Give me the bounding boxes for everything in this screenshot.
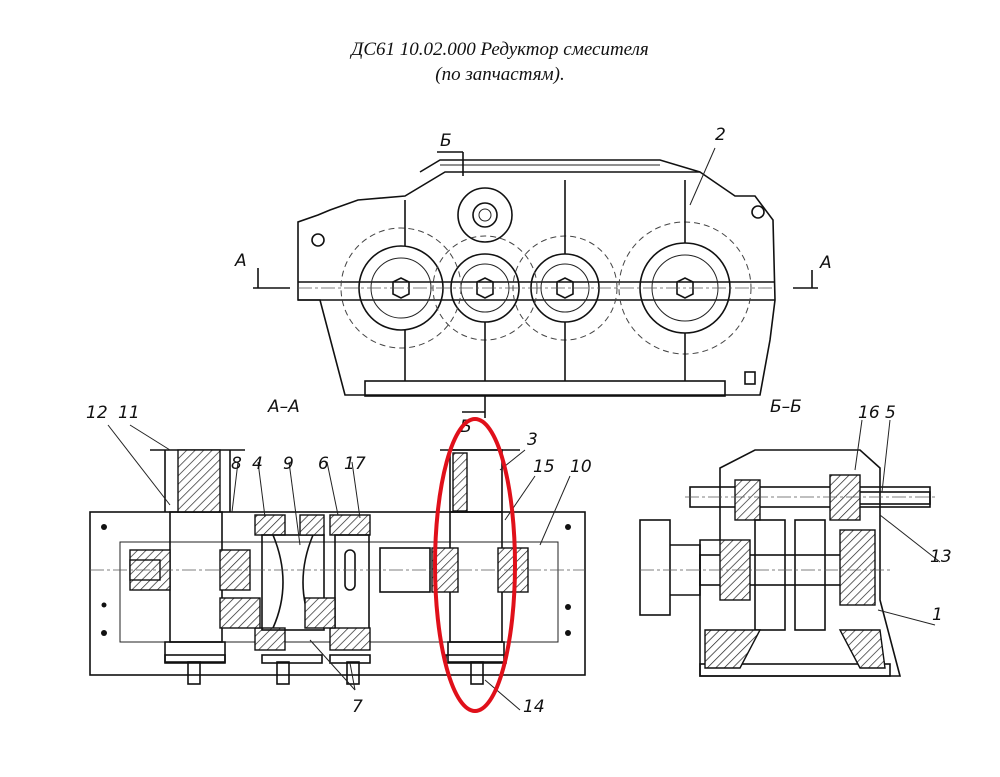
section-bb-view	[639, 449, 935, 677]
part-label-17: 17	[344, 454, 366, 474]
section-bb-title: Б–Б	[770, 397, 802, 417]
part-label-15: 15	[533, 457, 555, 477]
part-label-12: 12	[86, 403, 108, 423]
leader-lines	[107, 147, 941, 711]
housing-front-view	[297, 159, 776, 397]
section-aa-title: А–А	[267, 397, 300, 417]
part-label-4: 4	[252, 454, 263, 474]
section-b-bottom-label: Б	[460, 417, 472, 437]
part-label-16: 16	[858, 403, 880, 423]
section-marks-a: А А Б Б	[234, 131, 832, 437]
part-label-3: 3	[527, 430, 538, 450]
part-label-14: 14	[523, 697, 545, 717]
part-label-6: 6	[318, 454, 329, 474]
part-label-11: 11	[118, 403, 140, 423]
part-label-7: 7	[352, 697, 363, 717]
drawing-subtitle: (по запчастям).	[435, 64, 565, 85]
part-label-10: 10	[570, 457, 592, 477]
part-label-5: 5	[885, 403, 896, 423]
section-aa-view	[89, 449, 586, 685]
part-label-1: 1	[932, 605, 943, 625]
drawing-title: ДС61 10.02.000 Редуктор смесителя	[351, 39, 649, 60]
highlight-ellipse	[433, 417, 517, 713]
part-label-13: 13	[930, 547, 952, 567]
section-a-left-label: А	[234, 251, 247, 271]
part-label-8: 8	[231, 454, 242, 474]
section-b-top-label: Б	[440, 131, 452, 151]
part-label-2: 2	[715, 125, 726, 145]
section-a-right-label: А	[819, 253, 832, 273]
part-label-9: 9	[283, 454, 294, 474]
